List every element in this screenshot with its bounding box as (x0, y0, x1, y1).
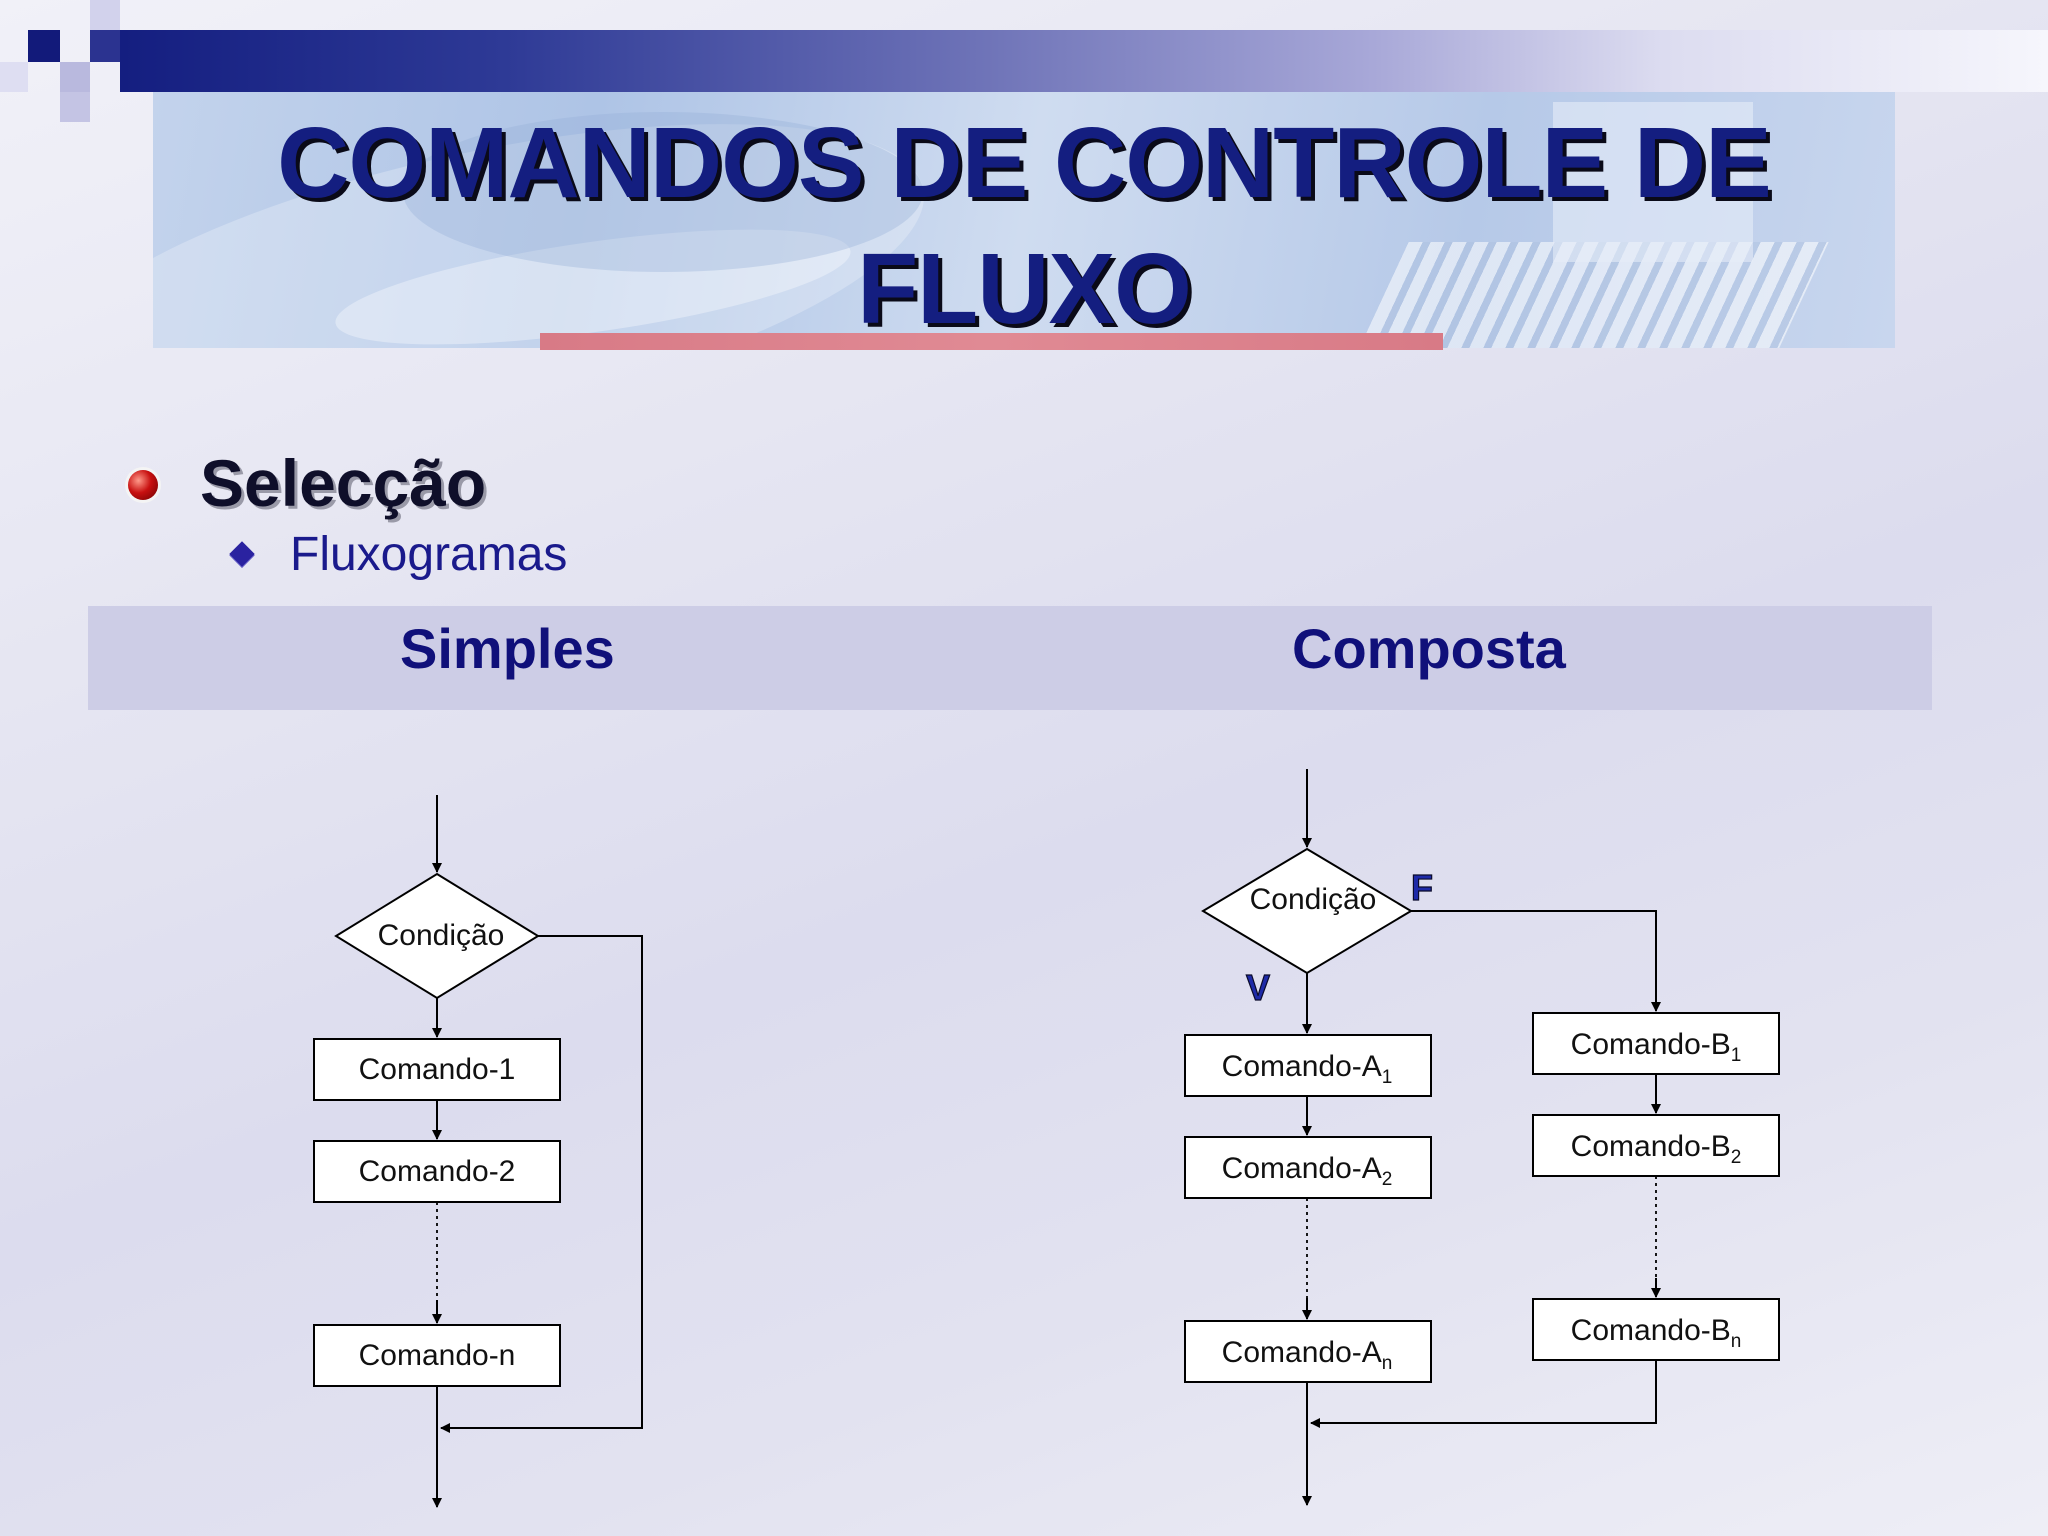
bullet-level1-text: Selecção (200, 446, 487, 520)
condition-label: Condição (1250, 883, 1377, 916)
title-bar-strip (120, 30, 2048, 92)
cmd1-label: Comando-1 (359, 1053, 516, 1086)
merge-line (1310, 1360, 1657, 1428)
cmd2-label: Comando-2 (359, 1155, 516, 1188)
banner-accent-strip (540, 333, 1443, 350)
flowchart-composta (1184, 769, 1780, 1506)
cmdn-label: Comando-n (359, 1339, 516, 1372)
false-bypass-line (440, 935, 643, 1433)
decor-square (0, 62, 28, 92)
process-box-cmdn (313, 1324, 561, 1387)
decor-square (60, 62, 90, 92)
process-box-an (1184, 1320, 1432, 1383)
true-label-v: V (1246, 967, 1270, 1008)
flowchart-simples (313, 795, 643, 1508)
cmd-a2-label: Comando-A2 (1222, 1152, 1393, 1190)
decor-square (90, 30, 120, 62)
column-heading-composta: Composta (1292, 617, 1566, 680)
process-box-a2 (1184, 1136, 1432, 1199)
cmd-a1-label: Comando-A1 (1222, 1050, 1393, 1088)
cmd-bn-label: Comando-Bn (1571, 1314, 1742, 1352)
slide-title: COMANDOS DE CONTROLE DE FLUXO (277, 107, 1772, 345)
bullet-level2-text: Fluxogramas (290, 528, 568, 581)
decor-square (60, 92, 90, 122)
condition-label: Condição (378, 919, 505, 952)
arrow-false-branch (1411, 910, 1661, 1012)
cmd-b1-label: Comando-B1 (1571, 1028, 1742, 1066)
cmd-b2-label: Comando-B2 (1571, 1130, 1742, 1168)
cmd-an-label: Comando-An (1222, 1336, 1393, 1374)
decor-square (28, 30, 60, 62)
false-label-f: F (1411, 867, 1433, 908)
process-box-b2 (1532, 1114, 1780, 1177)
column-heading-simples: Simples (400, 617, 615, 680)
red-ball-bullet-icon (128, 470, 158, 500)
decor-square (90, 0, 120, 30)
process-box-cmd2 (313, 1140, 561, 1203)
title-banner-image (153, 92, 1895, 348)
process-box-bn (1532, 1298, 1780, 1361)
column-header-band (88, 606, 1932, 710)
process-box-cmd1 (313, 1038, 561, 1101)
